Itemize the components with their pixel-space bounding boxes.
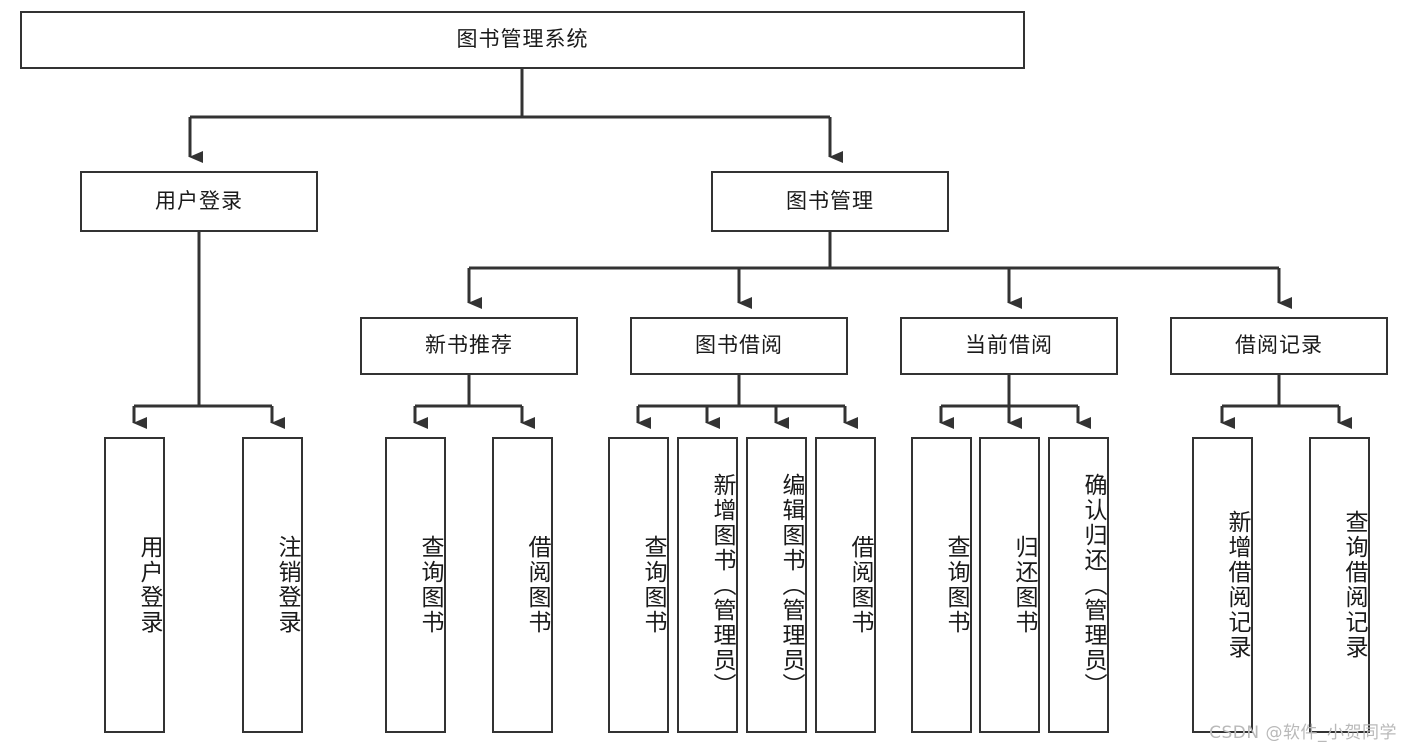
- watermark-text: CSDN @软件_小贺同学: [1209, 723, 1397, 743]
- node-leaf-query-book-1[interactable]: 查询图书: [385, 437, 446, 733]
- node-book-manage[interactable]: 图书管理: [711, 171, 949, 232]
- node-leaf-add-book[interactable]: 新增图书（管理员）: [677, 437, 738, 733]
- node-leaf-query-record[interactable]: 查询借阅记录: [1309, 437, 1370, 733]
- edges-root-to-level2: [188, 69, 843, 163]
- node-leaf-query-record-label: 查询借阅记录: [1341, 510, 1367, 660]
- node-current-borrow-label: 当前借阅: [965, 333, 1053, 358]
- node-borrow-record[interactable]: 借阅记录: [1170, 317, 1388, 375]
- node-leaf-borrow-book-2-label: 借阅图书: [847, 535, 873, 635]
- node-leaf-edit-book-label: 编辑图书（管理员）: [778, 472, 804, 698]
- node-leaf-edit-book[interactable]: 编辑图书（管理员）: [746, 437, 807, 733]
- node-book-borrow-label: 图书借阅: [695, 333, 783, 358]
- node-current-borrow[interactable]: 当前借阅: [900, 317, 1118, 375]
- node-leaf-user-login[interactable]: 用户登录: [104, 437, 165, 733]
- node-borrow-record-label: 借阅记录: [1235, 333, 1323, 358]
- edges-newbook-to-leaves: [413, 375, 535, 429]
- node-new-book-recommend[interactable]: 新书推荐: [360, 317, 578, 375]
- edges-currentborrow-to-leaves: [939, 375, 1091, 429]
- node-leaf-query-book-3[interactable]: 查询图书: [911, 437, 972, 733]
- node-leaf-query-book-2[interactable]: 查询图书: [608, 437, 669, 733]
- node-leaf-borrow-book-1[interactable]: 借阅图书: [492, 437, 553, 733]
- node-user-login[interactable]: 用户登录: [80, 171, 318, 232]
- node-leaf-confirm-return-label: 确认归还（管理员）: [1080, 472, 1106, 698]
- edges-bookborrow-to-leaves: [636, 375, 858, 429]
- node-leaf-add-record-label: 新增借阅记录: [1224, 510, 1250, 660]
- node-new-book-recommend-label: 新书推荐: [425, 333, 513, 358]
- node-leaf-return-book[interactable]: 归还图书: [979, 437, 1040, 733]
- edges-booksmanage-to-level3: [467, 232, 1292, 309]
- node-leaf-query-book-1-label: 查询图书: [417, 535, 443, 635]
- node-user-login-label: 用户登录: [155, 188, 243, 213]
- node-leaf-add-book-label: 新增图书（管理员）: [709, 472, 735, 698]
- node-leaf-user-login-label: 用户登录: [136, 535, 162, 635]
- node-root-label: 图书管理系统: [456, 27, 589, 52]
- node-leaf-return-book-label: 归还图书: [1011, 535, 1037, 635]
- node-book-borrow[interactable]: 图书借阅: [630, 317, 848, 375]
- node-leaf-borrow-book-2[interactable]: 借阅图书: [815, 437, 876, 733]
- edges-userlogin-to-leaves: [132, 232, 285, 429]
- node-leaf-logout-label: 注销登录: [274, 535, 300, 635]
- node-leaf-borrow-book-1-label: 借阅图书: [524, 535, 550, 635]
- node-book-manage-label: 图书管理: [786, 188, 874, 213]
- node-leaf-confirm-return[interactable]: 确认归还（管理员）: [1048, 437, 1109, 733]
- node-root[interactable]: 图书管理系统: [20, 11, 1025, 69]
- node-leaf-query-book-2-label: 查询图书: [640, 535, 666, 635]
- edges-borrowrecord-to-leaves: [1220, 375, 1352, 429]
- node-leaf-logout[interactable]: 注销登录: [242, 437, 303, 733]
- node-leaf-query-book-3-label: 查询图书: [943, 535, 969, 635]
- node-leaf-add-record[interactable]: 新增借阅记录: [1192, 437, 1253, 733]
